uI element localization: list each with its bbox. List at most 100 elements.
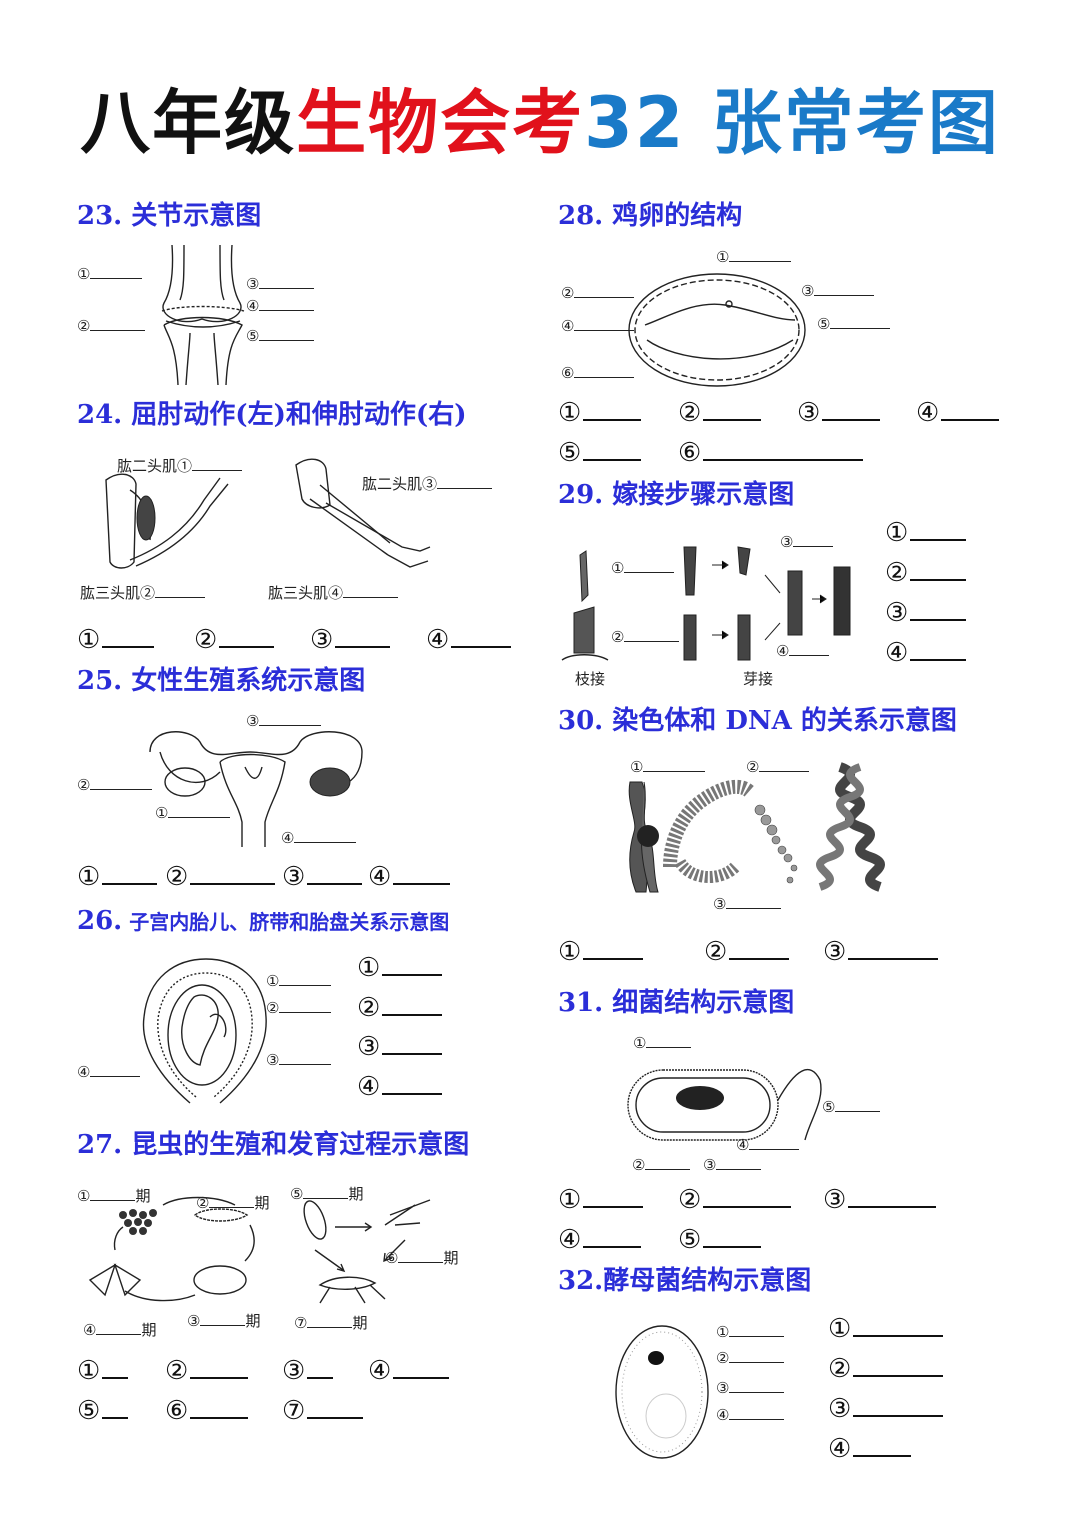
- answer-blank[interactable]: [307, 1355, 333, 1379]
- answer-blank[interactable]: [90, 318, 145, 331]
- answer-blank[interactable]: [703, 437, 863, 461]
- answer-blank[interactable]: [583, 1224, 641, 1248]
- answer-blank[interactable]: [643, 759, 705, 772]
- period-suffix: 期: [254, 1194, 269, 1212]
- answer-blank[interactable]: [382, 1071, 442, 1095]
- answer-blank[interactable]: [209, 1195, 254, 1208]
- answer-blank[interactable]: [703, 1224, 761, 1248]
- answer-blank[interactable]: [393, 861, 450, 885]
- answer-blank[interactable]: [814, 283, 874, 296]
- answer-blank[interactable]: [437, 476, 492, 489]
- section-title: 子宫内胎儿、脐带和胎盘关系示意图: [129, 910, 449, 934]
- answer-blank[interactable]: [102, 1355, 128, 1379]
- answer-blank[interactable]: [398, 1250, 443, 1263]
- answer-blank[interactable]: [393, 1355, 449, 1379]
- answer-blank[interactable]: [294, 830, 356, 843]
- answer-blank[interactable]: [646, 1035, 691, 1048]
- s32-answer-4: ④: [828, 1433, 911, 1462]
- answer-blank[interactable]: [848, 936, 938, 960]
- answer-blank[interactable]: [583, 936, 643, 960]
- answer-blank[interactable]: [90, 1188, 135, 1201]
- answer-blank[interactable]: [382, 992, 442, 1016]
- answer-blank[interactable]: [848, 1184, 936, 1208]
- answer-blank[interactable]: [716, 1157, 761, 1170]
- answer-blank[interactable]: [307, 1395, 363, 1419]
- answer-blank[interactable]: [853, 1313, 943, 1337]
- answer-blank[interactable]: [259, 276, 314, 289]
- section-title: 屈肘动作(左)和伸肘动作(右): [131, 400, 466, 430]
- answer-blank[interactable]: [910, 637, 966, 661]
- answer-blank[interactable]: [102, 861, 157, 885]
- answer-blank[interactable]: [192, 458, 242, 471]
- answer-blank[interactable]: [259, 713, 321, 726]
- answer-blank[interactable]: [729, 1350, 784, 1363]
- answer-blank[interactable]: [307, 1315, 352, 1328]
- chromosome-dna-diagram: [610, 762, 890, 897]
- answer-blank[interactable]: [382, 1031, 442, 1055]
- answer-blank[interactable]: [259, 328, 314, 341]
- answer-blank[interactable]: [335, 624, 390, 648]
- answer-blank[interactable]: [451, 624, 511, 648]
- answer-blank[interactable]: [279, 1052, 331, 1065]
- answer-blank[interactable]: [910, 597, 966, 621]
- answer-blank[interactable]: [749, 1137, 799, 1150]
- answer-blank[interactable]: [574, 285, 634, 298]
- section-number: 23.: [77, 201, 122, 231]
- answer-blank[interactable]: [307, 861, 362, 885]
- answer-blank[interactable]: [190, 1395, 248, 1419]
- answer-blank[interactable]: [190, 861, 275, 885]
- answer-blank[interactable]: [729, 1380, 784, 1393]
- answer-blank[interactable]: [759, 759, 809, 772]
- s28-answer-3: ③: [797, 397, 880, 426]
- answer-blank[interactable]: [729, 249, 791, 262]
- answer-blank[interactable]: [853, 1353, 943, 1377]
- answer-blank[interactable]: [941, 397, 999, 421]
- answer-blank[interactable]: [279, 973, 331, 986]
- answer-blank[interactable]: [190, 1355, 248, 1379]
- answer-blank[interactable]: [90, 777, 152, 790]
- answer-blank[interactable]: [853, 1433, 911, 1457]
- answer-blank[interactable]: [645, 1157, 690, 1170]
- answer-blank[interactable]: [168, 805, 230, 818]
- answer-blank[interactable]: [729, 936, 789, 960]
- answer-blank[interactable]: [200, 1313, 245, 1326]
- answer-blank[interactable]: [793, 534, 833, 547]
- answer-blank[interactable]: [90, 266, 142, 279]
- section-title: 女性生殖系统示意图: [131, 666, 365, 696]
- answer-blank[interactable]: [703, 397, 761, 421]
- answer-blank[interactable]: [259, 298, 314, 311]
- s27-label-5: ⑤期: [290, 1186, 363, 1202]
- answer-blank[interactable]: [835, 1099, 880, 1112]
- label-marker: ②: [266, 999, 279, 1017]
- label-marker: ⑤: [822, 1098, 835, 1116]
- s30-label-1: ①: [630, 759, 705, 775]
- answer-blank[interactable]: [102, 1395, 128, 1419]
- answer-blank[interactable]: [583, 397, 641, 421]
- answer-blank[interactable]: [343, 585, 398, 598]
- answer-blank[interactable]: [96, 1322, 141, 1335]
- answer-blank[interactable]: [910, 557, 966, 581]
- answer-blank[interactable]: [822, 397, 880, 421]
- answer-blank[interactable]: [703, 1184, 791, 1208]
- answer-blank[interactable]: [574, 318, 634, 331]
- answer-blank[interactable]: [279, 1000, 331, 1013]
- answer-blank[interactable]: [583, 1184, 643, 1208]
- answer-blank[interactable]: [574, 365, 634, 378]
- answer-blank[interactable]: [219, 624, 274, 648]
- answer-blank[interactable]: [382, 952, 442, 976]
- answer-blank[interactable]: [102, 624, 154, 648]
- answer-blank[interactable]: [910, 517, 966, 541]
- answer-blank[interactable]: [729, 1324, 784, 1337]
- answer-blank[interactable]: [155, 585, 205, 598]
- answer-blank[interactable]: [726, 896, 781, 909]
- answer-blank[interactable]: [624, 560, 674, 573]
- answer-blank[interactable]: [830, 316, 890, 329]
- answer-blank[interactable]: [789, 643, 829, 656]
- answer-marker: ②: [678, 1185, 701, 1215]
- answer-blank[interactable]: [729, 1407, 784, 1420]
- answer-blank[interactable]: [583, 437, 641, 461]
- answer-blank[interactable]: [90, 1064, 140, 1077]
- answer-blank[interactable]: [624, 629, 679, 642]
- answer-blank[interactable]: [853, 1393, 943, 1417]
- answer-blank[interactable]: [303, 1186, 348, 1199]
